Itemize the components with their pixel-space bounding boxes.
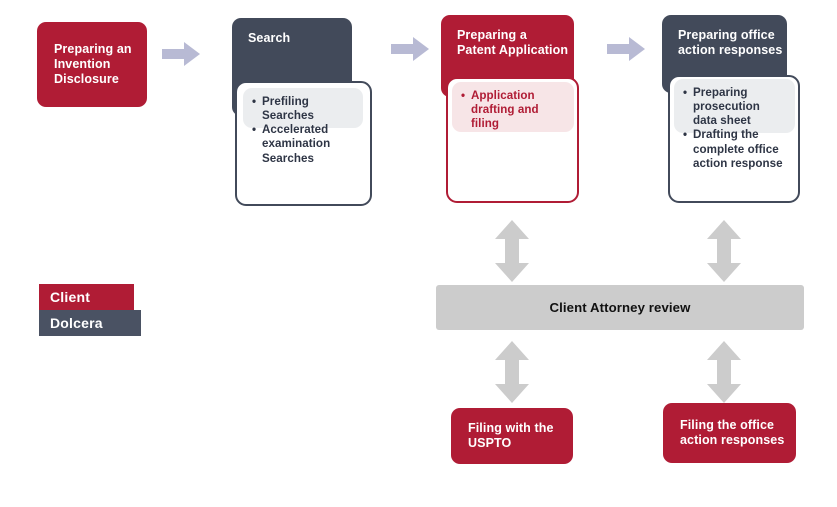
legend-label-dolcera: Dolcera [50, 315, 103, 331]
stage-box-patent-application[interactable]: Preparing a Patent Application Applicati… [441, 15, 579, 203]
arrow-right-icon [160, 40, 202, 68]
arrow-right-icon [389, 35, 431, 63]
stage-bullet-panel-search: Prefiling Searches Accelerated examinati… [243, 88, 363, 165]
stage-title-office-action-responses: Preparing office action responses [678, 28, 783, 58]
stage-box-search[interactable]: Search Prefiling Searches Accelerated ex… [232, 18, 372, 206]
stage-title-search: Search [248, 31, 291, 45]
list-item: Application drafting and filing [461, 88, 564, 131]
legend-label-client: Client [50, 289, 91, 305]
stage-bullet-panel-office-action-responses: Preparing prosecution data sheet Draftin… [674, 79, 795, 170]
arrow-up-down-icon [705, 219, 743, 283]
output-box-filing-uspto[interactable]: Filing with the USPTO [451, 408, 573, 464]
list-item: Drafting the complete office action resp… [683, 128, 785, 170]
stage-box-invention-disclosure[interactable]: Preparing an Invention Disclosure [37, 22, 147, 107]
arrow-up-down-icon [705, 340, 743, 404]
stage-bullet-list-office-action-responses: Preparing prosecution data sheet Draftin… [683, 85, 785, 171]
arrow-up-down-icon [493, 219, 531, 283]
stage-bullet-panel-patent-application: Application drafting and filing [452, 82, 574, 132]
stage-title-patent-application: Preparing a Patent Application [457, 28, 569, 58]
legend: Client Dolcera [39, 284, 141, 336]
client-attorney-review-label: Client Attorney review [549, 300, 691, 315]
output-label-filing-uspto: Filing with the USPTO [468, 420, 554, 450]
arrow-right-icon [605, 35, 647, 63]
legend-row-dolcera: Dolcera [39, 310, 141, 336]
legend-row-client: Client [39, 284, 134, 310]
output-box-filing-office-action[interactable]: Filing the office action responses [663, 403, 796, 463]
list-item: Accelerated examination Searches [252, 123, 353, 165]
arrow-up-down-icon [493, 340, 531, 404]
list-item: Prefiling Searches [252, 94, 353, 123]
list-item: Preparing prosecution data sheet [683, 85, 785, 128]
stage-bullet-list-patent-application: Application drafting and filing [461, 88, 564, 131]
stage-bullet-list-search: Prefiling Searches Accelerated examinati… [252, 94, 353, 166]
stage-box-office-action-responses[interactable]: Preparing office action responses Prepar… [662, 15, 800, 203]
stage-title-invention-disclosure: Preparing an Invention Disclosure [54, 41, 132, 87]
client-attorney-review-bar[interactable]: Client Attorney review [436, 285, 804, 330]
output-label-filing-office-action: Filing the office action responses [680, 417, 785, 447]
